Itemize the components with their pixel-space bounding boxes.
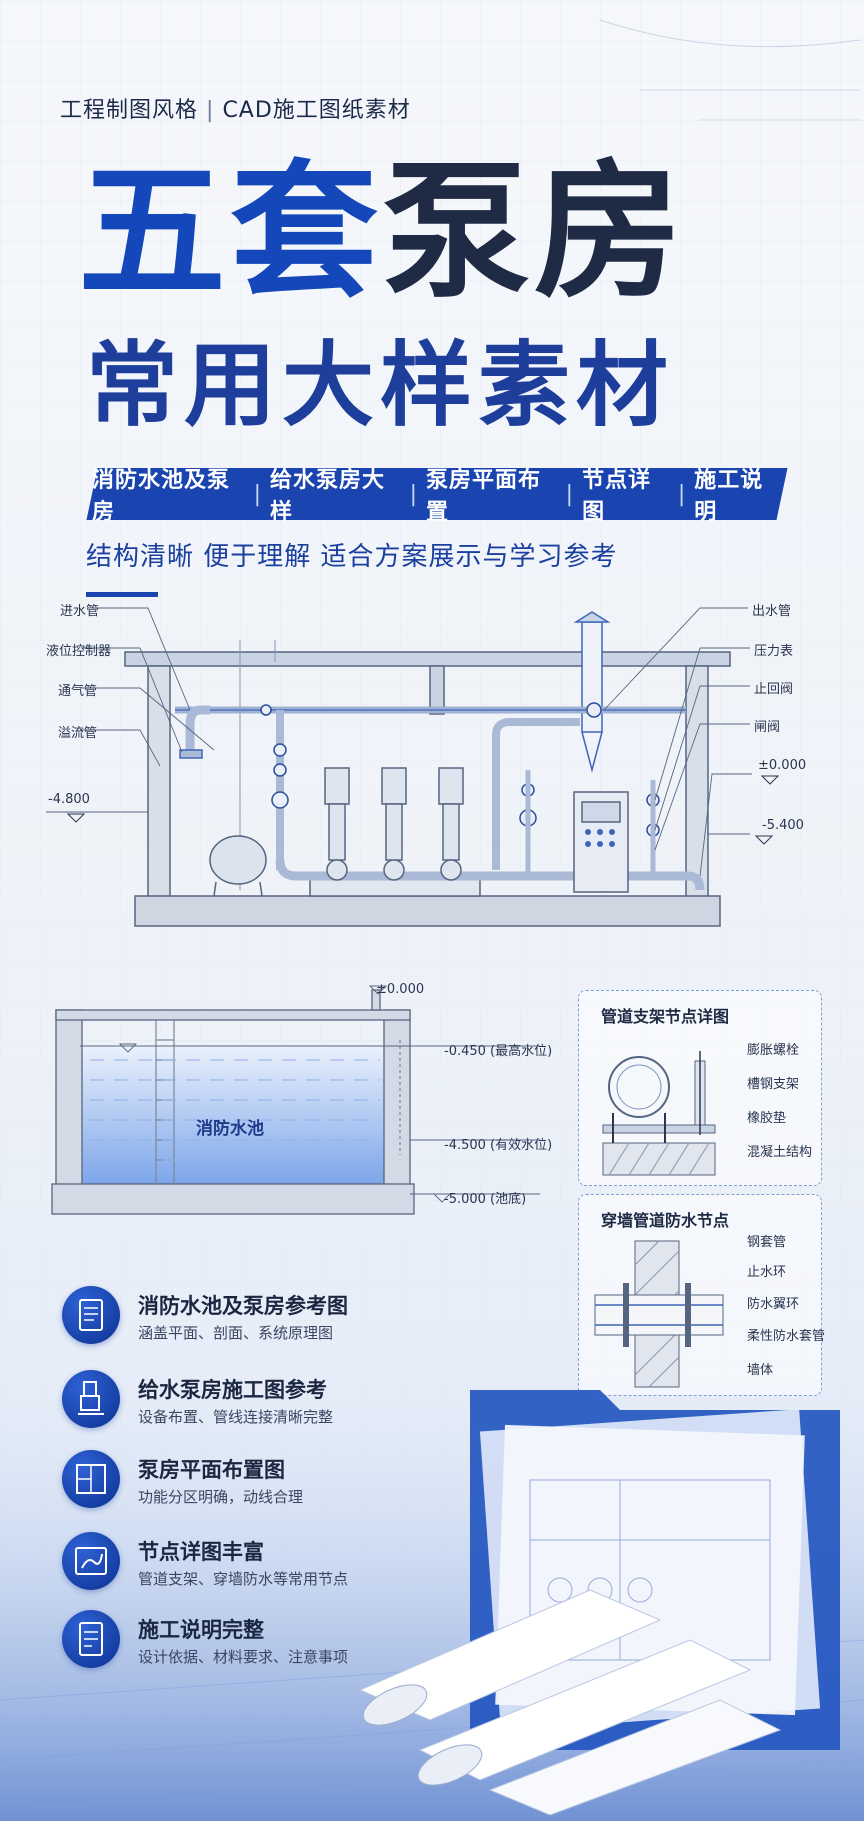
label-inlet-pipe: 进水管 xyxy=(60,604,100,619)
label-concrete: 混凝土结构 xyxy=(747,1145,813,1160)
feature-item: 泵房平面布置图 功能分区明确，动线合理 xyxy=(62,1450,482,1522)
pool-level-effective: -4.500 (有效水位) xyxy=(444,1138,553,1153)
band-item: 消防水池及泵房 xyxy=(92,468,231,525)
pump-icon xyxy=(62,1370,120,1428)
feature-title: 施工说明完整 xyxy=(138,1618,264,1642)
pool-top-level: ±0.000 xyxy=(376,982,425,997)
subtitle: 结构清晰 便于理解 适合方案展示与学习参考 xyxy=(86,542,618,572)
label-channel-steel: 槽钢支架 xyxy=(747,1077,800,1092)
fire-pool-section-drawing xyxy=(51,985,540,1215)
pump-room-section-drawing xyxy=(46,607,780,927)
main-title: 五套泵房 xyxy=(78,158,686,306)
label-pressure-gauge: 压力表 xyxy=(754,644,794,659)
pipe-detail-icon xyxy=(62,1532,120,1590)
feature-desc: 涵盖平面、剖面、系统原理图 xyxy=(138,1324,334,1342)
label-level-left: -4.800 xyxy=(48,792,90,807)
pipe-support-drawing xyxy=(602,1051,716,1176)
feature-title: 消防水池及泵房参考图 xyxy=(138,1294,348,1318)
band-item: 给水泵房大样 xyxy=(269,468,385,525)
label-outlet-pipe: 出水管 xyxy=(752,604,792,619)
label-steel-sleeve: 钢套管 xyxy=(747,1235,787,1250)
feature-item: 施工说明完整 设计依据、材料要求、注意事项 xyxy=(62,1610,482,1682)
floor-plan-icon xyxy=(62,1450,120,1508)
feature-title: 节点详图丰富 xyxy=(138,1540,264,1564)
feature-item: 给水泵房施工图参考 设备布置、管线连接清晰完整 xyxy=(62,1370,482,1442)
label-vent-pipe: 通气管 xyxy=(58,684,98,699)
tagline-left: 工程制图风格 xyxy=(60,98,199,123)
label-wing-ring: 防水翼环 xyxy=(747,1297,800,1312)
accent-line xyxy=(86,592,158,597)
tagline: 工程制图风格 | CAD施工图纸素材 xyxy=(60,92,411,124)
category-band-text: 消防水池及泵房| 给水泵房大样| 泵房平面布置| 节点详图| 施工说明 xyxy=(92,468,782,525)
sub-title: 常用大样素材 xyxy=(86,332,675,439)
support-detail-panel: 管道支架节点详图 膨胀螺栓 槽钢支架 橡胶垫 混凝土结构 xyxy=(578,990,822,1186)
feature-title: 给水泵房施工图参考 xyxy=(138,1378,327,1402)
label-check-valve: 止回阀 xyxy=(754,682,794,697)
pool-level-max: -0.450 (最高水位) xyxy=(444,1044,553,1059)
label-gate-valve: 闸阀 xyxy=(754,720,781,735)
feature-title: 泵房平面布置图 xyxy=(138,1458,285,1482)
label-wall: 墙体 xyxy=(747,1363,774,1378)
wall-panel-title: 穿墙管道防水节点 xyxy=(601,1211,730,1230)
band-item: 泵房平面布置 xyxy=(426,468,542,525)
feature-desc: 管道支架、穿墙防水等常用节点 xyxy=(138,1570,349,1588)
feature-desc: 功能分区明确，动线合理 xyxy=(138,1488,304,1506)
document-icon xyxy=(62,1610,120,1668)
label-overflow-pipe: 溢流管 xyxy=(58,726,98,741)
wall-penetration-drawing xyxy=(594,1240,724,1388)
tagline-separator: | xyxy=(206,98,215,123)
label-water-stop-ring: 止水环 xyxy=(747,1265,787,1280)
label-level-controller: 液位控制器 xyxy=(46,644,112,659)
feature-item: 消防水池及泵房参考图 涵盖平面、剖面、系统原理图 xyxy=(62,1286,482,1358)
feature-desc: 设备布置、管线连接清晰完整 xyxy=(138,1408,334,1426)
label-flexible-sleeve: 柔性防水套管 xyxy=(747,1329,826,1344)
band-item: 施工说明 xyxy=(694,468,764,525)
wall-penetration-panel: 穿墙管道防水节点 钢套管 止水环 防水翼环 柔性防水套管 墙体 xyxy=(578,1194,826,1396)
tagline-right: CAD施工图纸素材 xyxy=(222,98,411,123)
label-expansion-bolt: 膨胀螺栓 xyxy=(747,1043,800,1058)
support-panel-title: 管道支架节点详图 xyxy=(601,1007,730,1026)
feature-item: 节点详图丰富 管道支架、穿墙防水等常用节点 xyxy=(62,1532,482,1604)
label-level-floor: -5.400 xyxy=(762,818,804,833)
pool-level-bottom: -5.000 (池底) xyxy=(444,1192,527,1207)
folder-blueprint-illustration xyxy=(360,1390,840,1815)
label-level-zero: ±0.000 xyxy=(758,758,807,773)
drawing-sheet-icon xyxy=(62,1286,120,1344)
band-item: 节点详图 xyxy=(582,468,652,525)
feature-desc: 设计依据、材料要求、注意事项 xyxy=(138,1648,349,1666)
main-title-blue: 五套 xyxy=(78,146,382,318)
label-rubber-pad: 橡胶垫 xyxy=(747,1111,787,1126)
pool-name: 消防水池 xyxy=(196,1119,264,1139)
main-title-dark: 泵房 xyxy=(382,146,686,318)
